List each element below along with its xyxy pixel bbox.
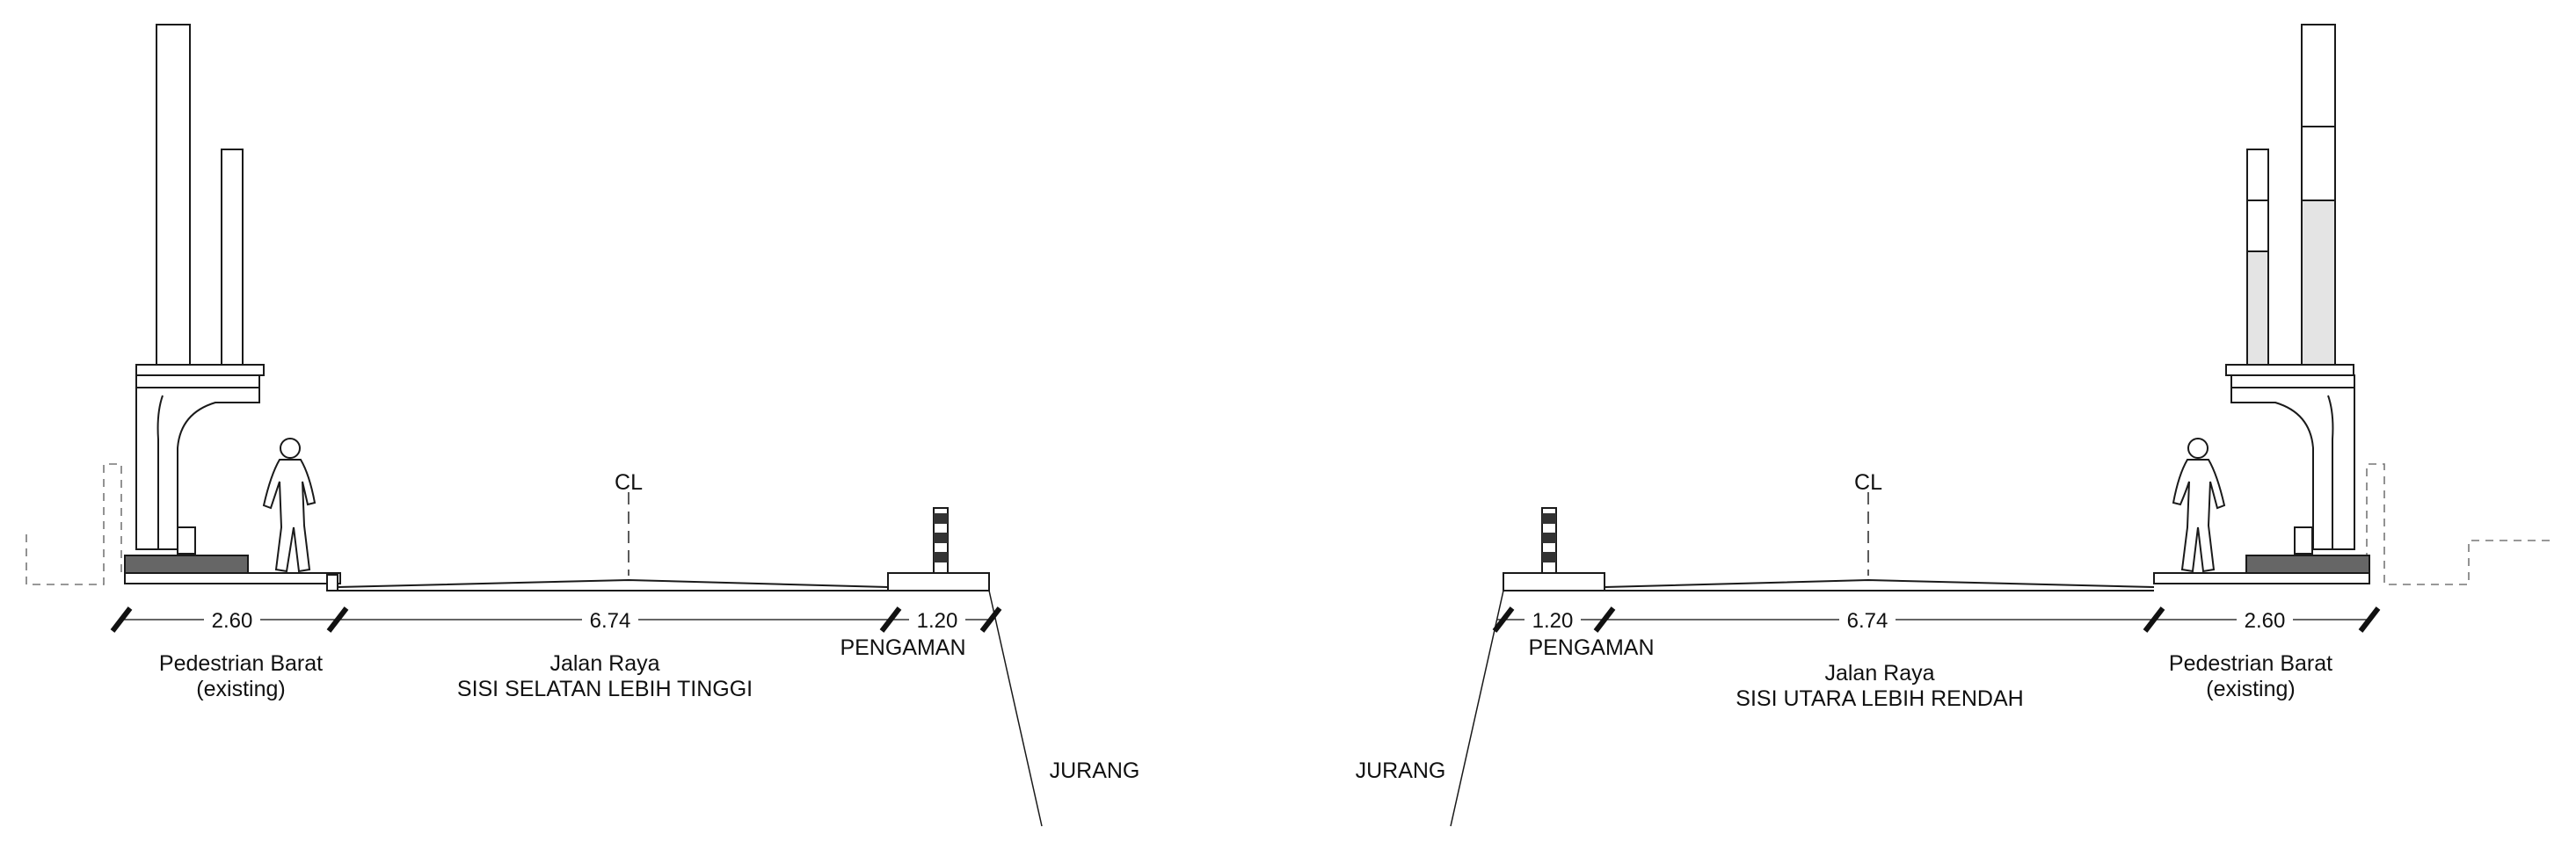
right-centerline-label: CL xyxy=(1854,470,1882,495)
right-ravine-label: JURANG xyxy=(1356,758,1446,783)
left-guard-post xyxy=(933,507,949,574)
left-guard-label: PENGAMAN xyxy=(840,635,965,660)
left-pillar-structure xyxy=(135,24,265,555)
left-guard-base xyxy=(887,572,990,591)
left-ravine-slope xyxy=(988,590,1043,827)
right-section xyxy=(1450,24,2550,827)
left-road-sublabel: SISI SELATAN LEBIH TINGGI xyxy=(457,677,753,701)
right-pedestrian-figure xyxy=(2172,438,2226,573)
right-dim-road: 6.74 xyxy=(1847,609,1888,633)
right-road-sublabel: SISI UTARA LEBIH RENDAH xyxy=(1736,686,2023,711)
right-pedestrian-deck xyxy=(2153,572,2370,584)
left-dimension-line xyxy=(110,606,1002,633)
right-dim-guard: 1.20 xyxy=(1532,609,1574,633)
right-guard-base xyxy=(1503,572,1605,591)
right-existing-outline xyxy=(2366,463,2550,585)
left-dim-road: 6.74 xyxy=(590,609,631,633)
left-existing-outline xyxy=(25,463,122,585)
left-pedestrian-label: Pedestrian Barat xyxy=(159,651,323,676)
right-pillar-structure xyxy=(2225,24,2355,555)
right-pedestrian-slab xyxy=(2245,555,2370,574)
right-guard-label: PENGAMAN xyxy=(1528,635,1654,660)
right-dimension-line xyxy=(1492,606,2381,633)
right-pedestrian-sublabel: (existing) xyxy=(2206,677,2295,701)
left-pedestrian-deck xyxy=(124,572,341,584)
right-road-label: Jalan Raya xyxy=(1824,661,1934,686)
left-road-top xyxy=(337,578,889,588)
left-dim-pedestrian: 2.60 xyxy=(212,609,253,633)
right-dim-pedestrian: 2.60 xyxy=(2245,609,2286,633)
left-ravine-label: JURANG xyxy=(1050,758,1140,783)
left-kerb xyxy=(326,574,338,591)
left-pedestrian-figure xyxy=(262,438,317,573)
left-pedestrian-sublabel: (existing) xyxy=(196,677,285,701)
right-road-top xyxy=(1604,578,2155,588)
left-section xyxy=(25,24,1043,827)
right-guard-post xyxy=(1541,507,1557,574)
left-centerline-label: CL xyxy=(615,470,643,495)
left-road-label: Jalan Raya xyxy=(549,651,659,676)
left-pedestrian-slab xyxy=(124,555,249,574)
left-dim-guard: 1.20 xyxy=(917,609,958,633)
right-pedestrian-label: Pedestrian Barat xyxy=(2169,651,2332,676)
